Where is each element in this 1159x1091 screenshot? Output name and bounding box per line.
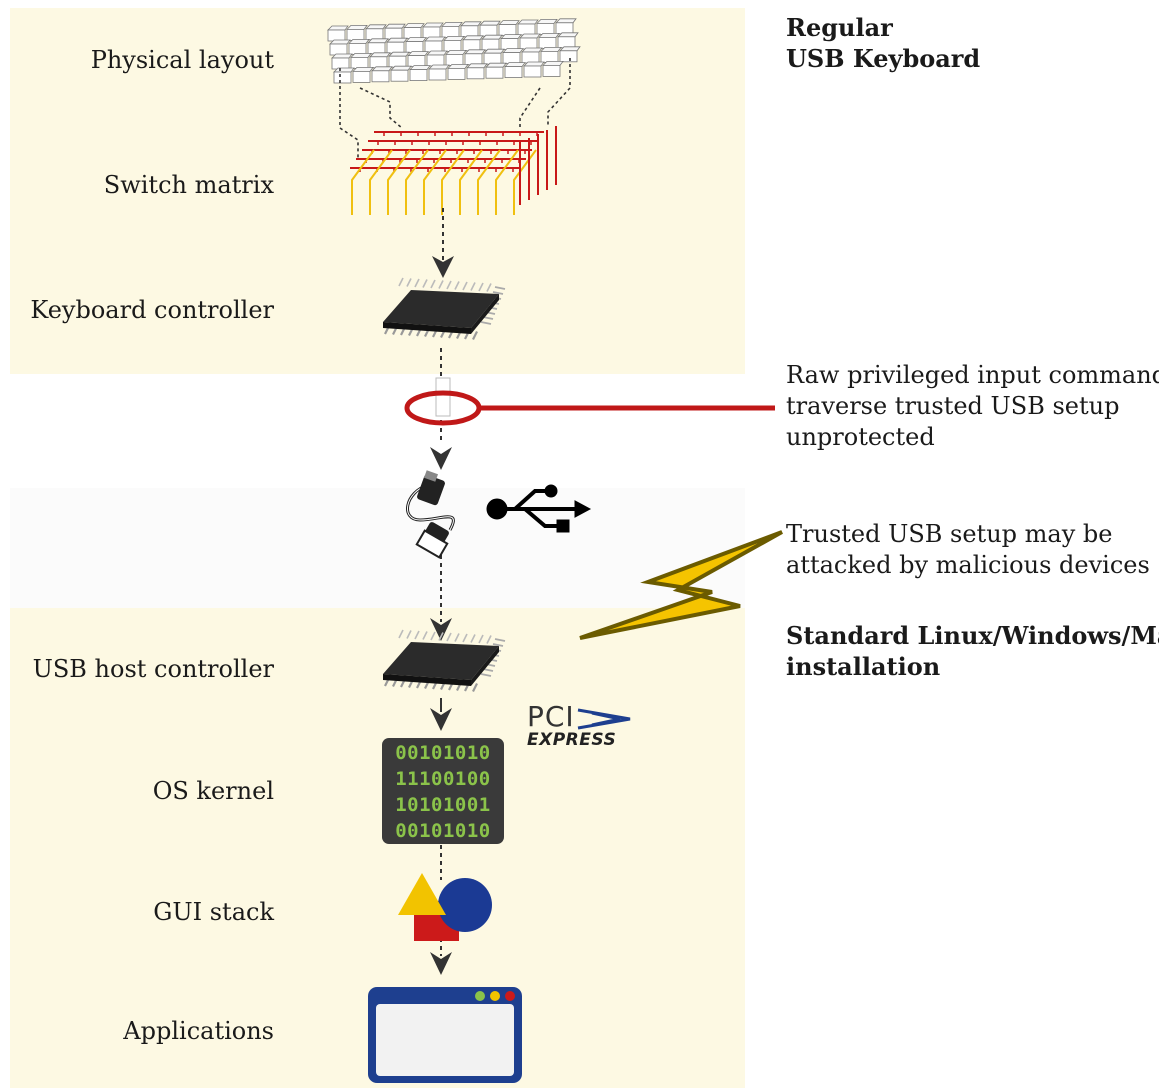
- layer-label-os-kernel: OS kernel: [152, 777, 274, 805]
- arrow-to-os-kernel: [430, 708, 452, 731]
- os-kernel-binary-icon: 00101010 11100100 10101001 00101010: [382, 738, 504, 844]
- pcie-logo-bottom: EXPRESS: [527, 730, 617, 750]
- keyboard-heading-line2: USB Keyboard: [786, 44, 981, 73]
- usb-cable-icon: [406, 470, 455, 559]
- keyboard-heading: Regular USB Keyboard: [786, 12, 980, 74]
- raw-commands-note-line2: traverse trusted USB setup: [786, 392, 1120, 420]
- arrow-to-applications: [430, 952, 452, 975]
- arrow-to-usb-cable: [430, 447, 452, 470]
- attack-note-line2: attacked by malicious devices: [786, 551, 1150, 579]
- host-heading-line1: Standard Linux/Windows/Mac: [786, 621, 1159, 650]
- kernel-bits-row: 00101010: [395, 820, 491, 842]
- gui-stack-icon: [398, 873, 492, 941]
- layer-label-usb-host-controller: USB host controller: [32, 655, 274, 683]
- switch-matrix-icon: [350, 126, 557, 215]
- layer-label-gui-stack: GUI stack: [153, 898, 274, 926]
- usb-cable-panel: [10, 488, 745, 608]
- pcie-chevron-icon: [577, 708, 631, 730]
- pcie-logo: PCI EXPRESS: [527, 700, 617, 750]
- application-window-icon: [368, 987, 522, 1083]
- raw-commands-note-line3: unprotected: [786, 423, 935, 451]
- arrow-to-host-controller: [430, 618, 452, 641]
- keyboard-connector-lines: [339, 58, 571, 158]
- arrow-to-keyboard-controller: [432, 256, 454, 278]
- layer-label-switch-matrix: Switch matrix: [103, 171, 274, 199]
- attack-note: Trusted USB setup may be attacked by mal…: [786, 519, 1150, 581]
- layer-label-physical-layout: Physical layout: [90, 46, 274, 74]
- usb-symbol-icon: [486, 484, 592, 533]
- kernel-bits-row: 11100100: [395, 768, 491, 790]
- keyboard-heading-line1: Regular: [786, 13, 893, 42]
- layer-label-keyboard-controller: Keyboard controller: [30, 296, 274, 324]
- kernel-bits-row: 00101010: [395, 742, 491, 764]
- usb-host-controller-chip-icon: [383, 629, 506, 692]
- host-heading-line2: installation: [786, 652, 941, 681]
- highlight-ring-icon: [404, 377, 775, 426]
- raw-commands-note-line1: Raw privileged input commands: [786, 361, 1159, 389]
- lightning-bolt-icon: [579, 530, 783, 640]
- kernel-bits-row: 10101001: [395, 794, 491, 816]
- host-heading: Standard Linux/Windows/Mac installation: [786, 620, 1159, 682]
- raw-commands-note: Raw privileged input commands traverse t…: [786, 360, 1159, 453]
- pcie-logo-top: PCI: [527, 700, 575, 733]
- flow-arrowheads: [430, 256, 454, 975]
- keyboard-icon: [327, 18, 581, 84]
- attack-note-line1: Trusted USB setup may be: [786, 520, 1113, 548]
- keyboard-controller-chip-icon: [383, 277, 506, 340]
- layer-label-applications: Applications: [123, 1017, 274, 1045]
- flow-line: [440, 208, 444, 880]
